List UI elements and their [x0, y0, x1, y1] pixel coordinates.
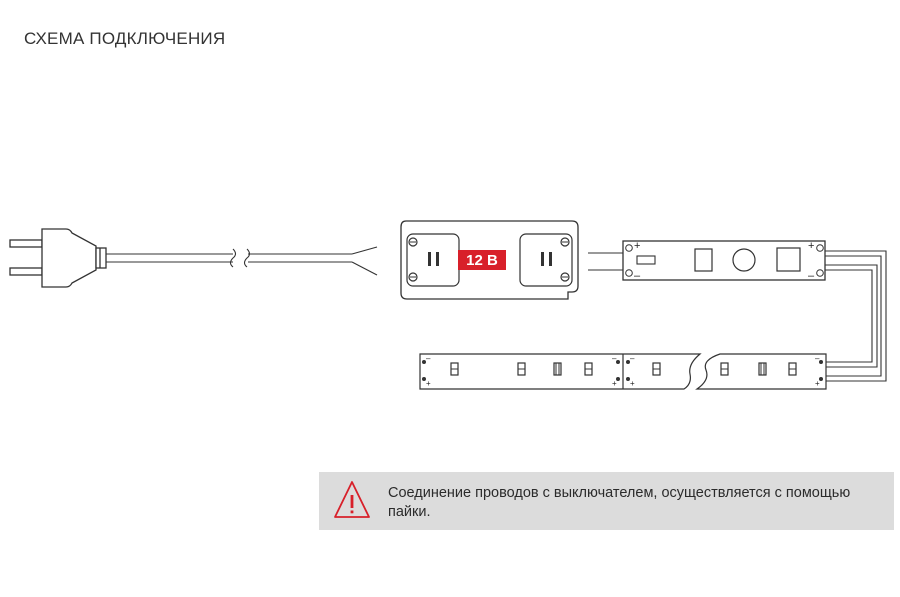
strip-minus-4: –: [815, 354, 820, 363]
sensor-icon: [732, 248, 756, 272]
warning-note: Соединение проводов с выключателем, осущ…: [319, 472, 894, 530]
solder-pads: [422, 360, 823, 381]
strip-minus-3: –: [630, 354, 635, 363]
strip-plus-1: +: [426, 379, 431, 388]
switch-module: + – + –: [622, 240, 826, 282]
switch-minus-in: –: [634, 270, 641, 282]
plug-icon: [9, 228, 107, 288]
warning-triangle-icon: [334, 481, 370, 518]
warning-text: Соединение проводов с выключателем, осущ…: [388, 485, 851, 520]
connector-icon: [636, 255, 656, 265]
strip-minus-1: –: [426, 354, 431, 363]
switch-plus-out: +: [808, 240, 814, 252]
strip-plus-4: +: [815, 379, 820, 388]
power-cable: [106, 246, 378, 276]
button-icon: [776, 247, 801, 272]
output-wires: [825, 250, 887, 382]
diagram-title: СХЕМА ПОДКЛЮЧЕНИЯ: [24, 29, 226, 48]
led-chip: [553, 362, 562, 376]
power-supply: 12 В: [400, 220, 579, 300]
strip-plus-3: +: [630, 379, 635, 388]
strip-plus-2: +: [612, 379, 617, 388]
switch-plus-in: +: [634, 240, 640, 252]
switch-minus-out: –: [808, 270, 815, 282]
input-wires: [588, 252, 623, 271]
led-strip: [419, 353, 827, 390]
led-indicator-icon: [694, 248, 713, 272]
voltage-badge: [458, 250, 506, 270]
strip-minus-2: –: [612, 354, 617, 363]
led-chip-marks: [451, 363, 796, 375]
voltage-label: 12 В: [466, 252, 498, 269]
led-chip: [758, 362, 767, 376]
